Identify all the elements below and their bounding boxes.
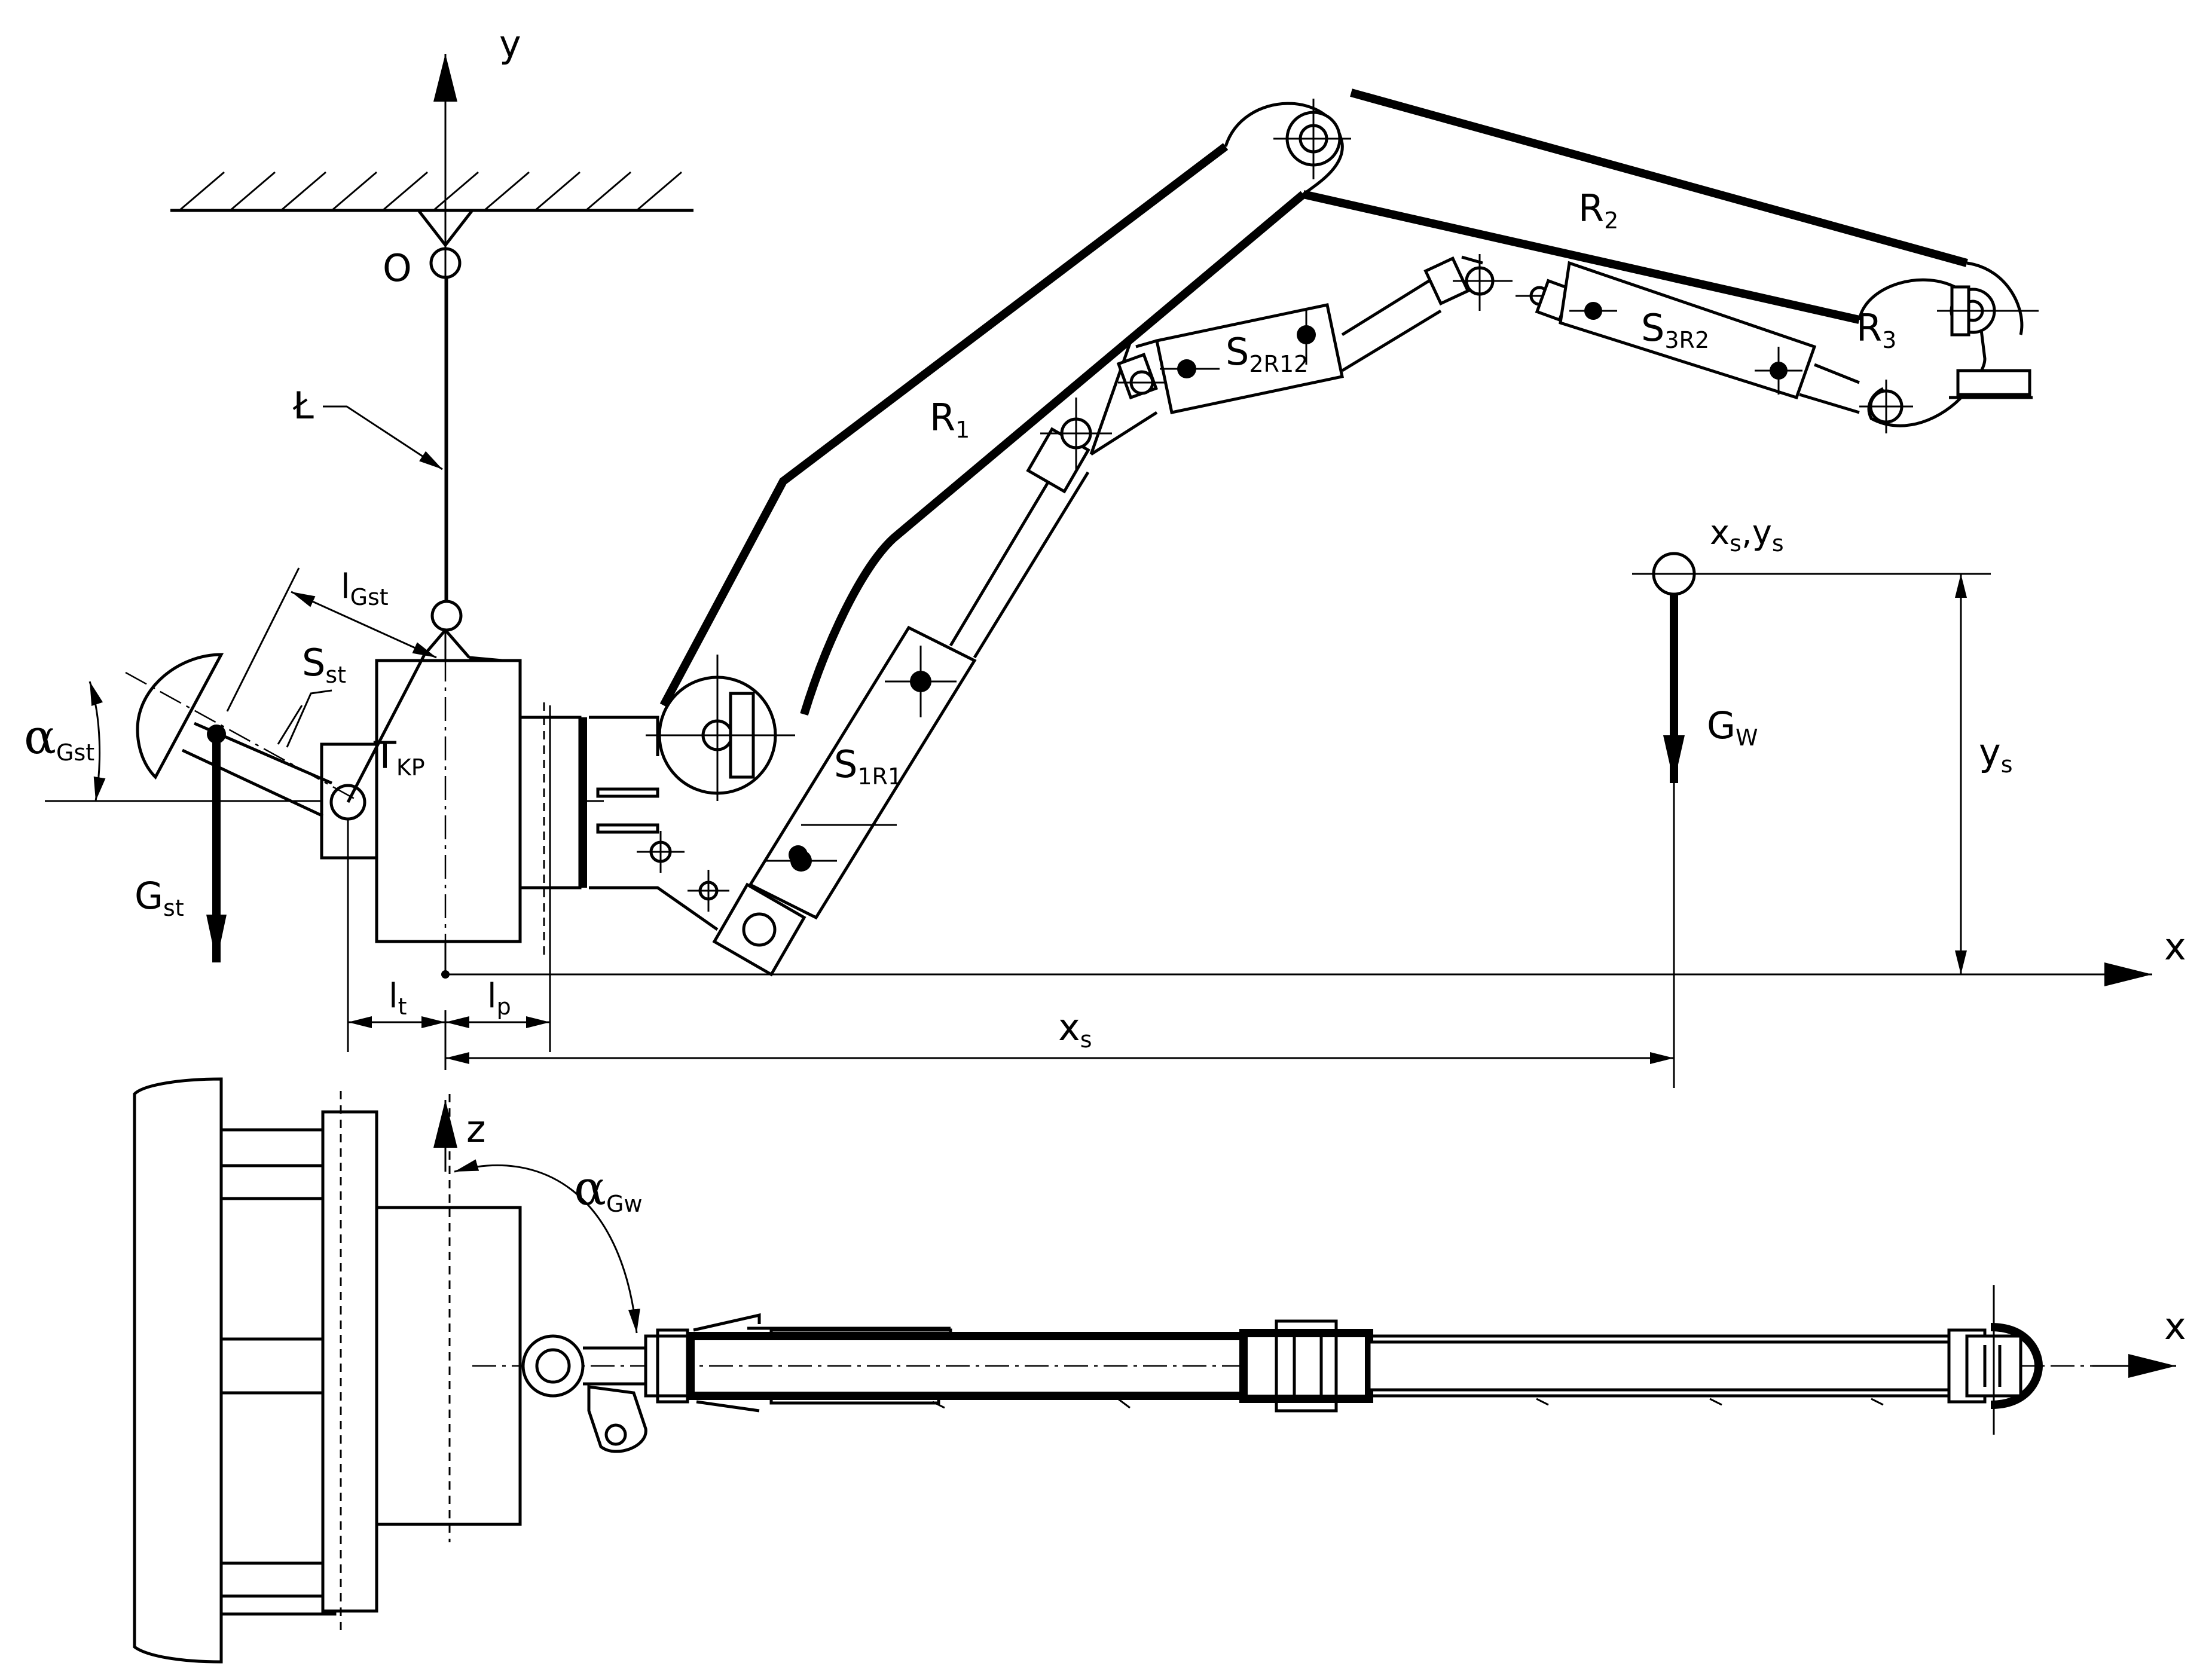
ys-label: ys (1979, 730, 2013, 778)
cylinder-S3R2 (1559, 261, 1913, 433)
Sst-label: Sst (302, 641, 346, 688)
S2R12-label: S2R12 (1226, 330, 1308, 377)
R2-label: R2 (1578, 187, 1618, 234)
hook-ring (430, 600, 463, 632)
S3R2-label: S3R2 (1641, 306, 1709, 353)
mass-center-label: xs,ys (1710, 513, 1784, 557)
cylinder-S1R1 (712, 398, 1112, 977)
cylinder-S2R12 (1089, 279, 1442, 456)
Gst-label: Gst (135, 874, 184, 921)
x-axis-label-top: x (2164, 925, 2186, 968)
R3-label: R3 (1856, 306, 1896, 353)
alphaGst-label: αGst (24, 709, 94, 766)
Gw-label: GW (1707, 704, 1758, 751)
lGst-label: lGst (341, 567, 389, 610)
arm-R2 (1302, 88, 2039, 427)
lt-label: lt (389, 977, 407, 1020)
alphaGw-label: αGw (574, 1160, 643, 1217)
base-body (320, 658, 719, 956)
rope-label: Ł (292, 384, 314, 427)
lp-label: lp (487, 977, 511, 1020)
y-axis-label: y (499, 22, 521, 66)
z-axis-label: z (466, 1107, 486, 1151)
R1-label: R1 (930, 396, 970, 443)
ceiling-support (170, 171, 693, 279)
joint-S2-S3 (1423, 254, 1573, 322)
x-axis-label-bottom: x (2164, 1304, 2186, 1348)
S1R1-label: S1R1 (834, 742, 902, 790)
arm-R1 (646, 99, 1351, 801)
dimension-lt-lp (347, 705, 551, 1052)
manipulator-mass-center (1641, 552, 1707, 783)
TKP-label: TKP (373, 733, 425, 781)
xs-label: xs (1058, 1005, 1092, 1053)
origin-label: O (383, 246, 412, 290)
plan-view (133, 1077, 2176, 1664)
